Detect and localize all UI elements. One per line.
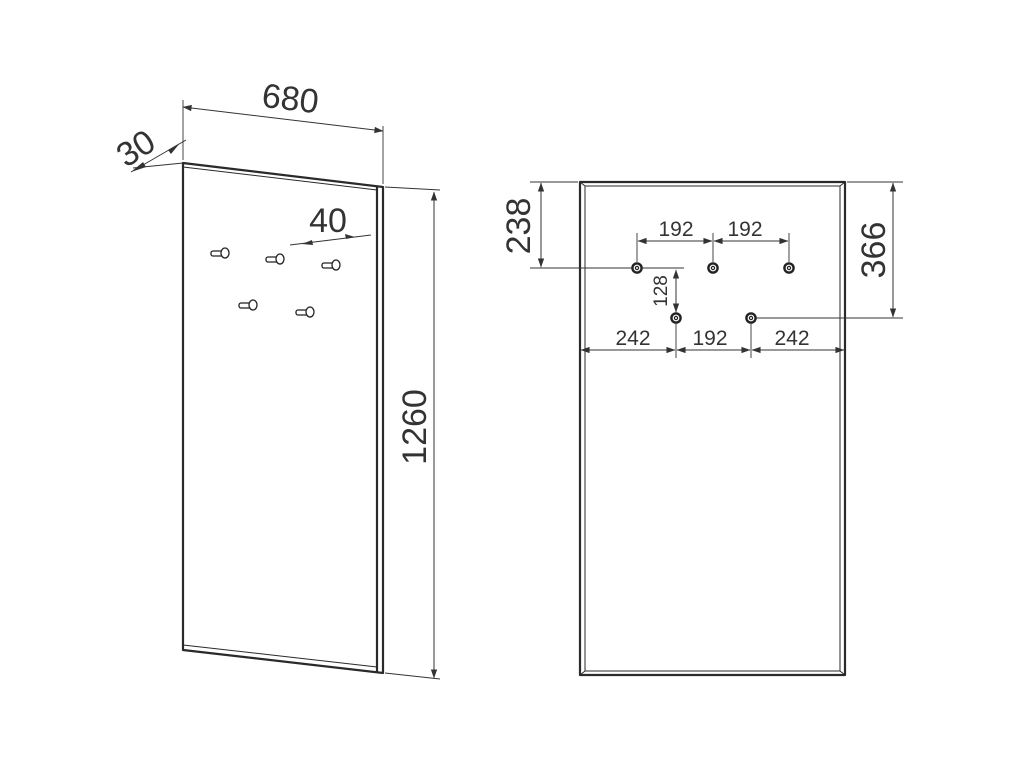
- dimension-height-label: 1260: [396, 389, 434, 465]
- dimension-row-gap-label: 128: [651, 275, 672, 307]
- dimension-lower-left-margin-label: 242: [615, 327, 650, 350]
- hook: [210, 247, 230, 259]
- dimension-lower-spacing-label: 192: [692, 327, 727, 350]
- mounting-hole: [707, 262, 719, 274]
- mounting-hole: [631, 262, 643, 274]
- mounting-hole: [783, 262, 795, 274]
- panel-front-face: [181, 161, 385, 675]
- dimension-depth-label: 30: [110, 123, 162, 175]
- dimension-lower-right-margin-label: 242: [774, 327, 809, 350]
- hook: [265, 253, 285, 265]
- dimension-width-label: 680: [260, 77, 321, 121]
- panel-bevel: [584, 185, 841, 672]
- mounting-hole: [670, 312, 682, 324]
- mounting-hole: [745, 312, 757, 324]
- dimension-lower-row: 366: [756, 181, 903, 319]
- dimension-upper-spacing: 192 192: [636, 218, 790, 262]
- hook: [238, 299, 258, 311]
- dimension-upper-row: 238: [500, 181, 632, 269]
- front-view: 238 366 192 192 128: [500, 180, 903, 677]
- dimension-hook-depth: 40: [289, 202, 372, 246]
- dimension-row-gap: 128: [642, 267, 684, 313]
- dimension-upper-spacing-b-label: 192: [727, 218, 762, 241]
- hook: [321, 259, 341, 271]
- dimension-depth: 30: [110, 123, 187, 175]
- dimension-hook-depth-label: 40: [309, 202, 347, 240]
- dimension-upper-row-label: 238: [500, 198, 538, 255]
- perspective-view: 680 30 40 1260: [110, 77, 441, 680]
- panel-side-edge-inner: [182, 166, 378, 668]
- hook: [295, 306, 315, 318]
- dimension-width: 680: [182, 77, 384, 184]
- panel-outline: [578, 180, 847, 677]
- dimension-upper-spacing-a-label: 192: [658, 218, 693, 241]
- dimension-lower-row-label: 366: [855, 222, 893, 279]
- dimension-lower-spacing: 242 192 242: [580, 323, 845, 358]
- dimension-height: 1260: [384, 186, 441, 680]
